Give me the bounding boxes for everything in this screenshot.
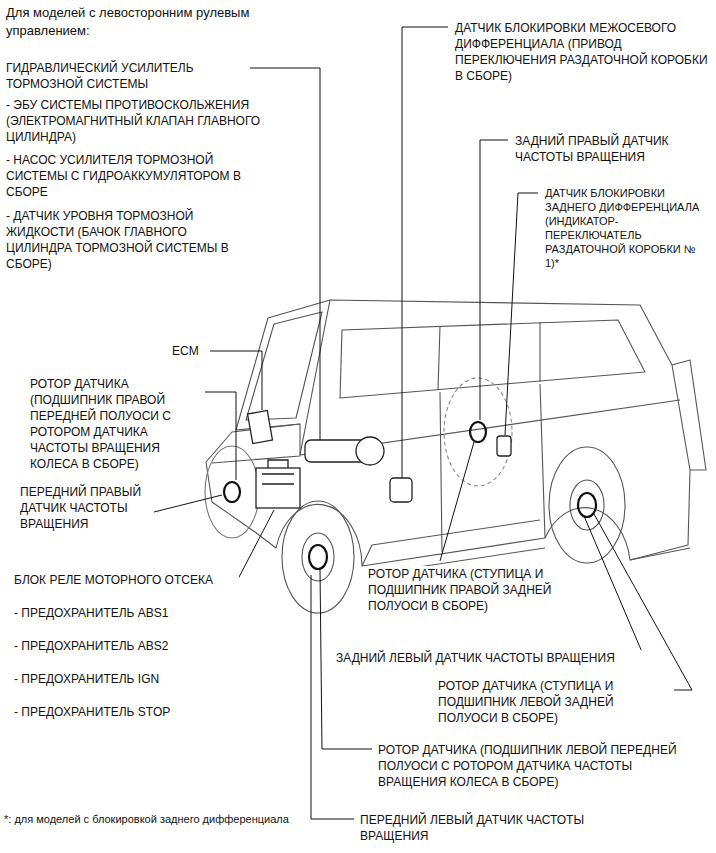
leader-line bbox=[505, 193, 538, 435]
windshield bbox=[246, 312, 322, 420]
rear-bumper bbox=[630, 360, 706, 560]
leader-line bbox=[205, 392, 236, 480]
rear-diff-lock-sensor bbox=[497, 436, 511, 456]
diagram-title: Для моделей с левосторонним рулевым упра… bbox=[6, 4, 306, 40]
ecm-unit bbox=[248, 410, 273, 443]
brake-booster bbox=[356, 437, 384, 465]
part-label: ГИДРАВЛИЧЕСКИЙ УСИЛИТЕЛЬ ТОРМОЗНОЙ СИСТЕ… bbox=[6, 60, 246, 92]
speed-sensor-rear-right bbox=[470, 422, 486, 442]
leader-line bbox=[154, 495, 222, 512]
pillar bbox=[438, 322, 540, 390]
wheel-front-right bbox=[205, 446, 259, 538]
leader-line bbox=[480, 140, 508, 420]
part-label: - НАСОС УСИЛИТЕЛЯ ТОРМОЗНОЙ СИСТЕМЫ С ГИ… bbox=[6, 152, 276, 200]
leader-line bbox=[238, 510, 274, 579]
speed-sensor-front-right bbox=[224, 482, 240, 502]
hub-front-left bbox=[302, 533, 334, 581]
leader-line bbox=[311, 575, 354, 819]
part-label: ДАТЧИК БЛОКИРОВКИ ЗАДНЕГО ДИФФЕРЕНЦИАЛА … bbox=[545, 186, 711, 270]
part-label: БЛОК РЕЛЕ МОТОРНОГО ОТСЕКА bbox=[14, 572, 239, 588]
part-label: - ПРЕДОХРАНИТЕЛЬ STOP bbox=[14, 704, 214, 720]
part-label: ECM bbox=[172, 343, 206, 359]
leader-line bbox=[440, 442, 474, 561]
transfer-actuator bbox=[390, 478, 412, 502]
part-label: РОТОР ДАТЧИКА (ПОДШИПНИК ПРАВОЙ ПЕРЕДНЕЙ… bbox=[30, 376, 200, 472]
car-body bbox=[206, 300, 690, 566]
car-roof-far bbox=[236, 300, 330, 430]
part-label: РОТОР ДАТЧИКА (ПОДШИПНИК ЛЕВОЙ ПЕРЕДНЕЙ … bbox=[378, 742, 678, 790]
part-label: ДАТЧИК БЛОКИРОВКИ МЕЖОСЕВОГО ДИФФЕРЕНЦИА… bbox=[455, 20, 709, 84]
footnote: *: для моделей с блокировкой заднего диф… bbox=[4, 812, 294, 826]
part-label: - ДАТЧИК УРОВНЯ ТОРМОЗНОЙ ЖИДКОСТИ (БАЧО… bbox=[6, 208, 256, 272]
part-label: ЗАДНИЙ ЛЕВЫЙ ДАТЧИК ЧАСТОТЫ ВРАЩЕНИЯ bbox=[336, 650, 666, 666]
speed-sensor-rear-left bbox=[578, 493, 596, 517]
speed-sensor-front-left bbox=[309, 545, 327, 569]
part-label: - ЭБУ СИСТЕМЫ ПРОТИВОСКОЛЬЖЕНИЯ (ЭЛЕКТРО… bbox=[6, 97, 306, 145]
wheel-front-left bbox=[282, 501, 354, 613]
part-label: ЗАДНИЙ ПРАВЫЙ ДАТЧИК ЧАСТОТЫ ВРАЩЕНИЯ bbox=[515, 133, 705, 165]
part-label: ПЕРЕДНИЙ ПРАВЫЙ ДАТЧИК ЧАСТОТЫ ВРАЩЕНИЯ bbox=[20, 484, 150, 532]
part-label: РОТОР ДАТЧИКА (СТУПИЦА И ПОДШИПНИК ЛЕВОЙ… bbox=[438, 678, 670, 726]
part-label: - ПРЕДОХРАНИТЕЛЬ ABS2 bbox=[14, 638, 214, 654]
side-windows bbox=[340, 320, 645, 398]
door-lines bbox=[362, 384, 545, 566]
part-label: РОТОР ДАТЧИКА (СТУПИЦА И ПОДШИПНИК ПРАВО… bbox=[368, 566, 568, 614]
part-label: - ПРЕДОХРАНИТЕЛЬ ABS1 bbox=[14, 605, 214, 621]
wheel-rear-right bbox=[444, 378, 512, 486]
leader-line bbox=[402, 27, 448, 478]
part-label: ПЕРЕДНИЙ ЛЕВЫЙ ДАТЧИК ЧАСТОТЫ ВРАЩЕНИЯ bbox=[360, 812, 590, 844]
part-label: - ПРЕДОХРАНИТЕЛЬ IGN bbox=[14, 671, 214, 687]
brake-actuator-detail bbox=[262, 460, 294, 484]
wheel-rear-left bbox=[549, 447, 625, 563]
